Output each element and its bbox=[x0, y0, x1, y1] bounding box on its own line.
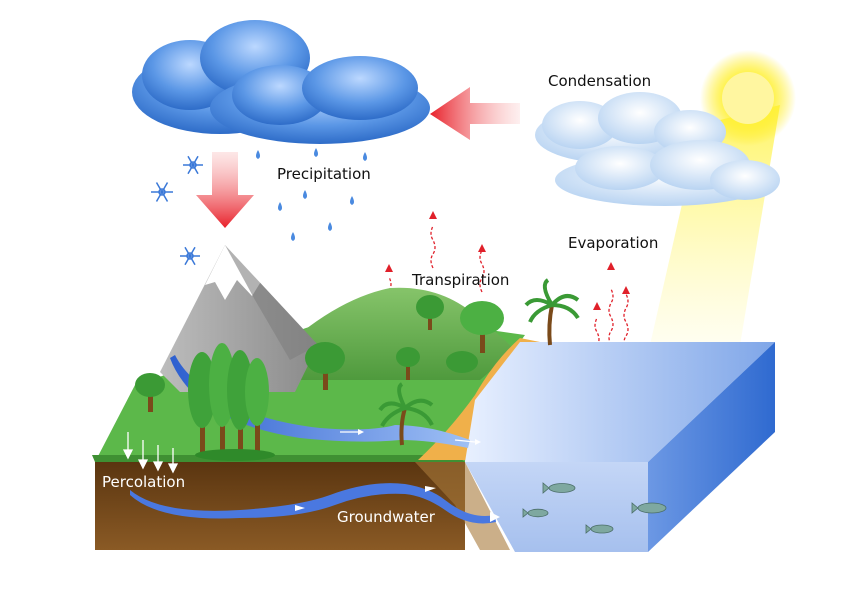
groundwater-flow bbox=[130, 483, 500, 524]
river bbox=[170, 355, 481, 448]
transpiration-arrows bbox=[386, 225, 485, 306]
groundwater-label: Groundwater bbox=[337, 508, 435, 526]
precipitation-label: Precipitation bbox=[277, 165, 371, 183]
condensation-arrow bbox=[430, 87, 520, 140]
ground-cross-section bbox=[95, 462, 510, 550]
raindrop-icon bbox=[256, 148, 367, 241]
fish-icon bbox=[522, 482, 667, 534]
transpiration-label: Transpiration bbox=[412, 271, 510, 289]
rain-cloud-icon bbox=[132, 20, 430, 144]
evaporation-arrowheads bbox=[593, 262, 630, 310]
evaporation-label: Evaporation bbox=[568, 234, 659, 252]
percolation-arrows bbox=[122, 432, 179, 474]
palm-tree-icon bbox=[378, 278, 580, 446]
white-cloud-icon bbox=[535, 92, 780, 206]
percolation-label: Percolation bbox=[102, 473, 186, 491]
transpiration-arrowheads bbox=[385, 211, 486, 272]
snowflake-icon bbox=[151, 155, 203, 266]
condensation-label: Condensation bbox=[548, 72, 652, 90]
tree-icon bbox=[135, 295, 504, 461]
precipitation-arrow bbox=[196, 152, 254, 228]
ocean-block bbox=[465, 342, 775, 552]
